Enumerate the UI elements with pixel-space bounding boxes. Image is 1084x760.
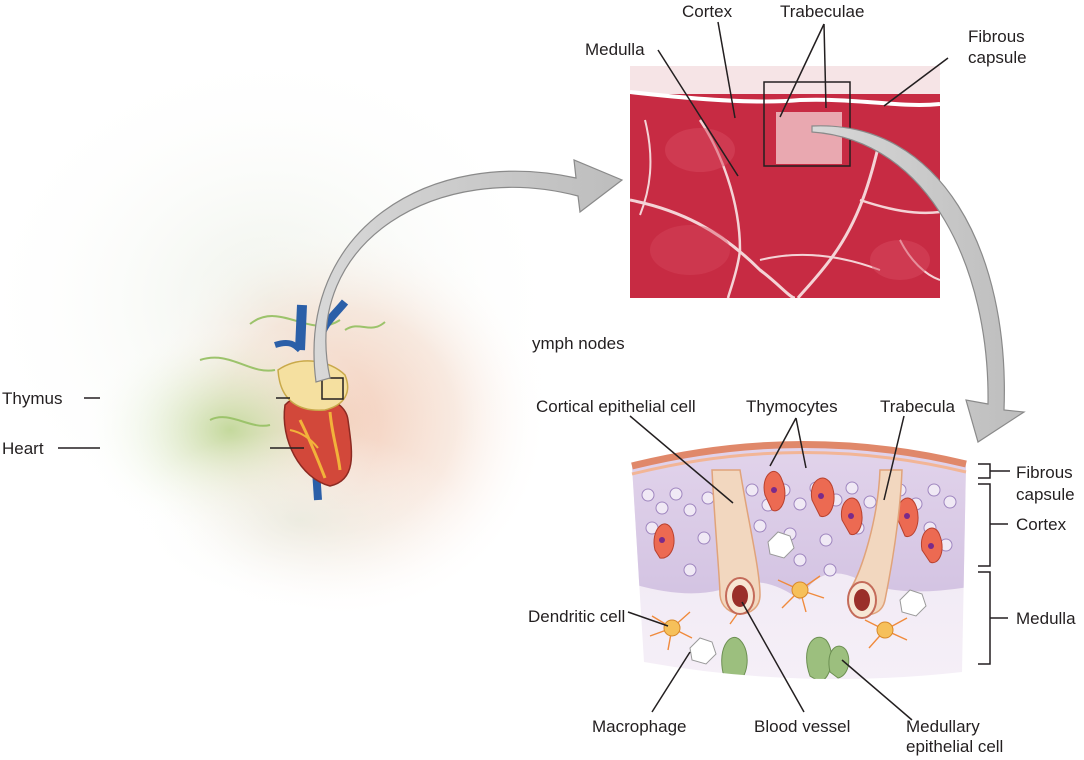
fibrous-capsule-right-label-1: Fibrous (1016, 463, 1073, 482)
trabecula-label: Trabecula (880, 397, 956, 416)
lymph-nodes-label: ymph nodes (532, 334, 625, 353)
tissue-section-illustration (631, 441, 967, 680)
heart-label: Heart (2, 439, 44, 458)
medulla-top-label: Medulla (585, 40, 645, 59)
cortical-epithelial-cell-label: Cortical epithelial cell (536, 397, 696, 416)
blood-vessel-label: Blood vessel (754, 717, 850, 736)
dendritic-cell-label: Dendritic cell (528, 607, 625, 626)
thymus-label: Thymus (2, 389, 62, 408)
right-brackets (978, 463, 1010, 665)
micrograph-zoom-box (763, 81, 851, 167)
blurred-body-region (0, 40, 570, 620)
fibrous-capsule-top-label-1: Fibrous (968, 27, 1025, 46)
medulla-right-label: Medulla (1016, 609, 1076, 628)
arrow-to-section (811, 125, 1026, 443)
heart-icon (199, 299, 386, 501)
fibrous-capsule-top-label-2: capsule (968, 48, 1027, 67)
leader-lines (58, 21, 949, 721)
trabeculae-label: Trabeculae (780, 2, 864, 21)
cortex-right-label: Cortex (1016, 515, 1067, 534)
micrograph-image (630, 66, 940, 298)
fibrous-capsule-right-label-2: capsule (1016, 485, 1075, 504)
cortex-top-label: Cortex (682, 2, 733, 21)
medullary-epithelial-cell-label-1: Medullary (906, 717, 980, 736)
medullary-epithelial-cell-label-2: epithelial cell (906, 737, 1003, 756)
thymocytes-label: Thymocytes (746, 397, 838, 416)
macrophage-label: Macrophage (592, 717, 687, 736)
arrow-to-micrograph (313, 159, 624, 383)
